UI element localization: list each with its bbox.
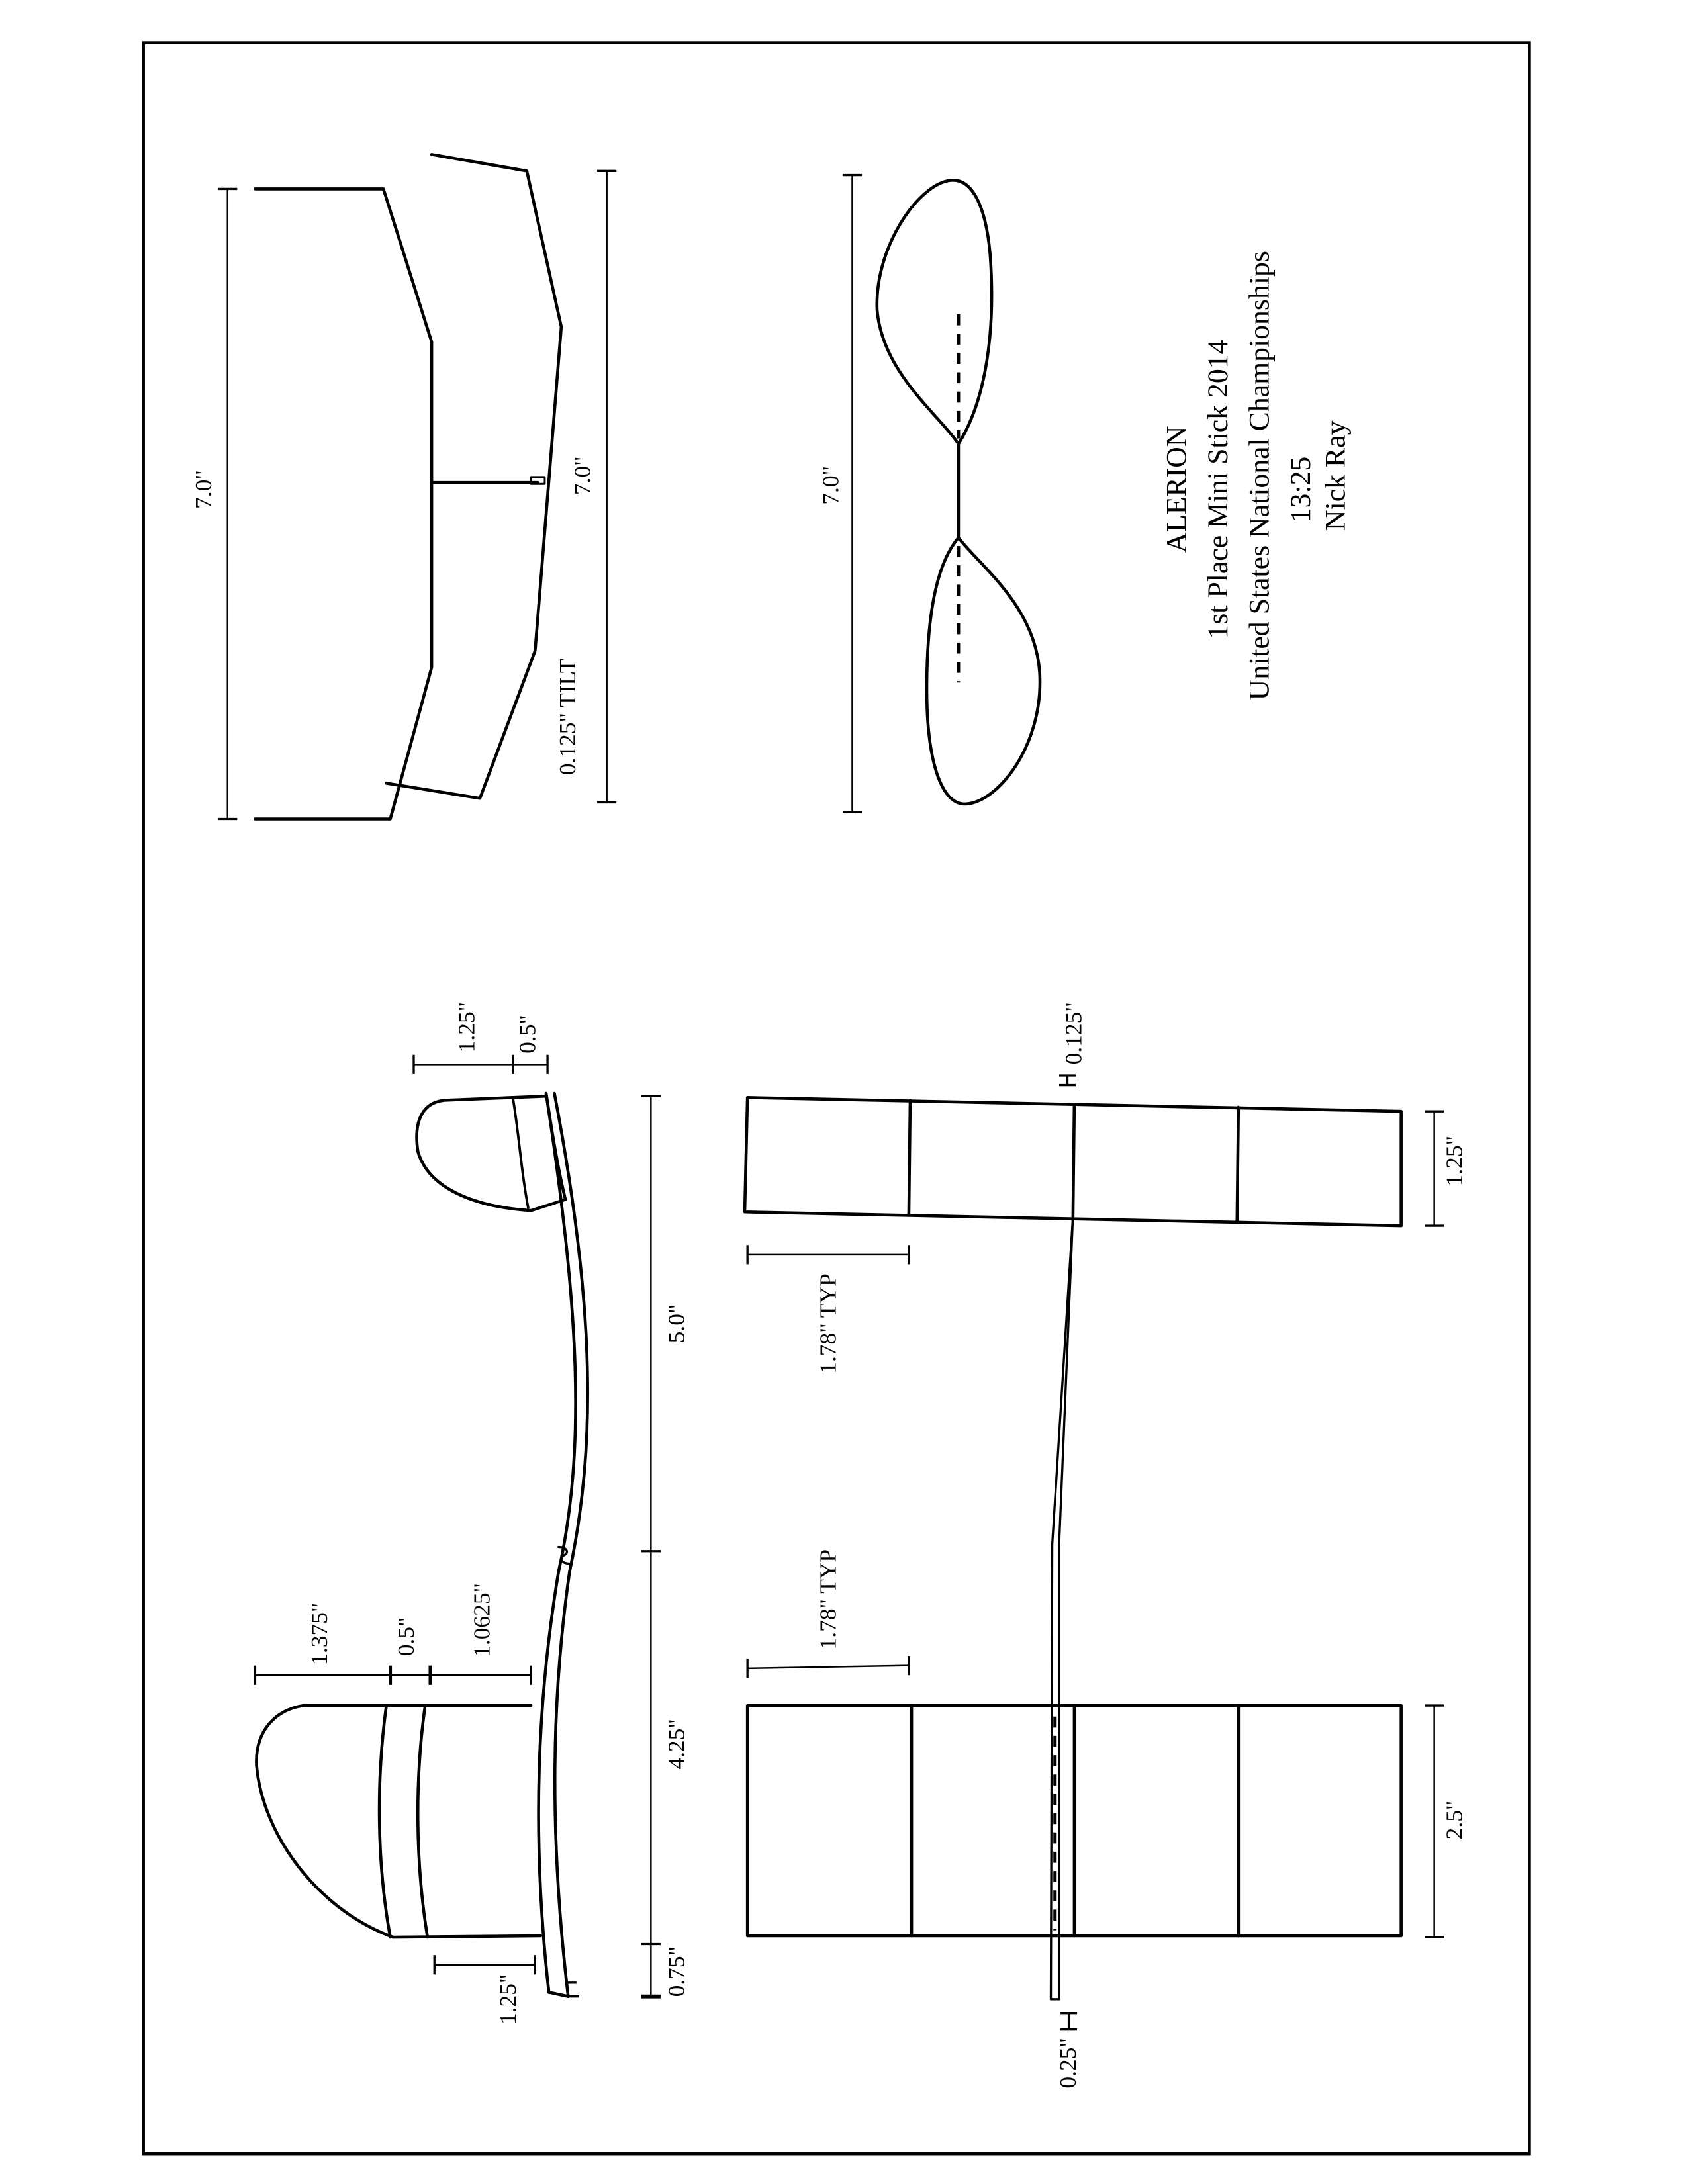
- dimension-wing-panel: 1.78" TYP: [746, 1549, 910, 1678]
- length-label-1: 5.0": [663, 1304, 689, 1343]
- rudder-outline: [415, 1094, 567, 1212]
- award-line: 1st Place Mini Stick 2014: [1202, 340, 1234, 639]
- wing-span-label: 7.0": [190, 470, 216, 509]
- fin-outline: [255, 1704, 542, 1939]
- fin-dim-label-3: 1.0625": [469, 1583, 495, 1657]
- dimension-fin-base: 1.25": [433, 1955, 537, 2025]
- dimension-stick-top: 0.125": [1059, 1002, 1086, 1087]
- dimension-wing-span-2: 7.0": [569, 169, 617, 804]
- propeller-blade-lower: [925, 536, 1042, 806]
- tilt-note: 0.125" TILT: [554, 659, 581, 775]
- propeller-diameter-label: 7.0": [818, 466, 844, 505]
- length-label-2: 4.25": [663, 1719, 689, 1769]
- stab-chord-label: 1.25": [1440, 1136, 1467, 1186]
- dimension-fuselage-length: 5.0" 4.25" 0.75": [641, 1095, 689, 1999]
- wing-span-label-2: 7.0": [569, 456, 596, 495]
- fin-base-label: 1.25": [494, 1974, 521, 2025]
- dimension-fin-top: 1.375" 0.5" 1.0625": [254, 1583, 532, 1685]
- rudder-offset-label: 0.5": [514, 1015, 540, 1054]
- stab-panel-label: 1.78" TYP: [815, 1273, 841, 1374]
- dimension-stab-panel: 1.78" TYP: [746, 1245, 910, 1374]
- dimension-stick-bottom: 0.25": [1055, 2012, 1081, 2089]
- wing-chord-label: 2.5": [1440, 1801, 1467, 1840]
- length-label-3: 0.75": [663, 1946, 689, 1997]
- event-line: United States National Championships: [1244, 251, 1276, 700]
- dimension-rudder: 1.25" 0.5": [412, 1002, 549, 1074]
- wing-panel-label: 1.78" TYP: [815, 1549, 841, 1650]
- wing-front-view: 7.0" 7.0" 0.125" TILT: [190, 153, 617, 821]
- flight-time: 13:25: [1285, 457, 1317, 523]
- rudder-chord-label: 1.25": [453, 1002, 480, 1052]
- stick-top-label: 0.125": [1060, 1002, 1086, 1064]
- dimension-stab-chord: 1.25": [1425, 1110, 1467, 1227]
- plan-view: 1.78" TYP 1.78" TYP 1.25" 2.5" 0.125": [743, 1002, 1467, 2089]
- stabilizer-outline: [743, 1096, 1403, 1228]
- motor-stick: [1049, 1214, 1074, 2001]
- fuselage-side-view: 1.375" 0.5" 1.0625" 1.25" 1.25" 0.5" 5.0…: [254, 1002, 689, 2025]
- fin-dim-label-2: 0.5": [393, 1617, 419, 1657]
- author-name: Nick Ray: [1319, 420, 1351, 531]
- fin-dim-label-1: 1.375": [306, 1603, 332, 1665]
- title-block: ALERION 1st Place Mini Stick 2014 United…: [1161, 251, 1352, 700]
- stick-bottom-label: 0.25": [1055, 2038, 1081, 2088]
- dimension-wing-chord: 2.5": [1425, 1704, 1467, 1938]
- propeller-blade-upper: [875, 179, 994, 446]
- dimension-wing-span: 7.0": [190, 187, 238, 821]
- propeller-view: 7.0": [818, 173, 1042, 813]
- model-name: ALERION: [1161, 426, 1193, 553]
- sheet-border: [142, 41, 1531, 2156]
